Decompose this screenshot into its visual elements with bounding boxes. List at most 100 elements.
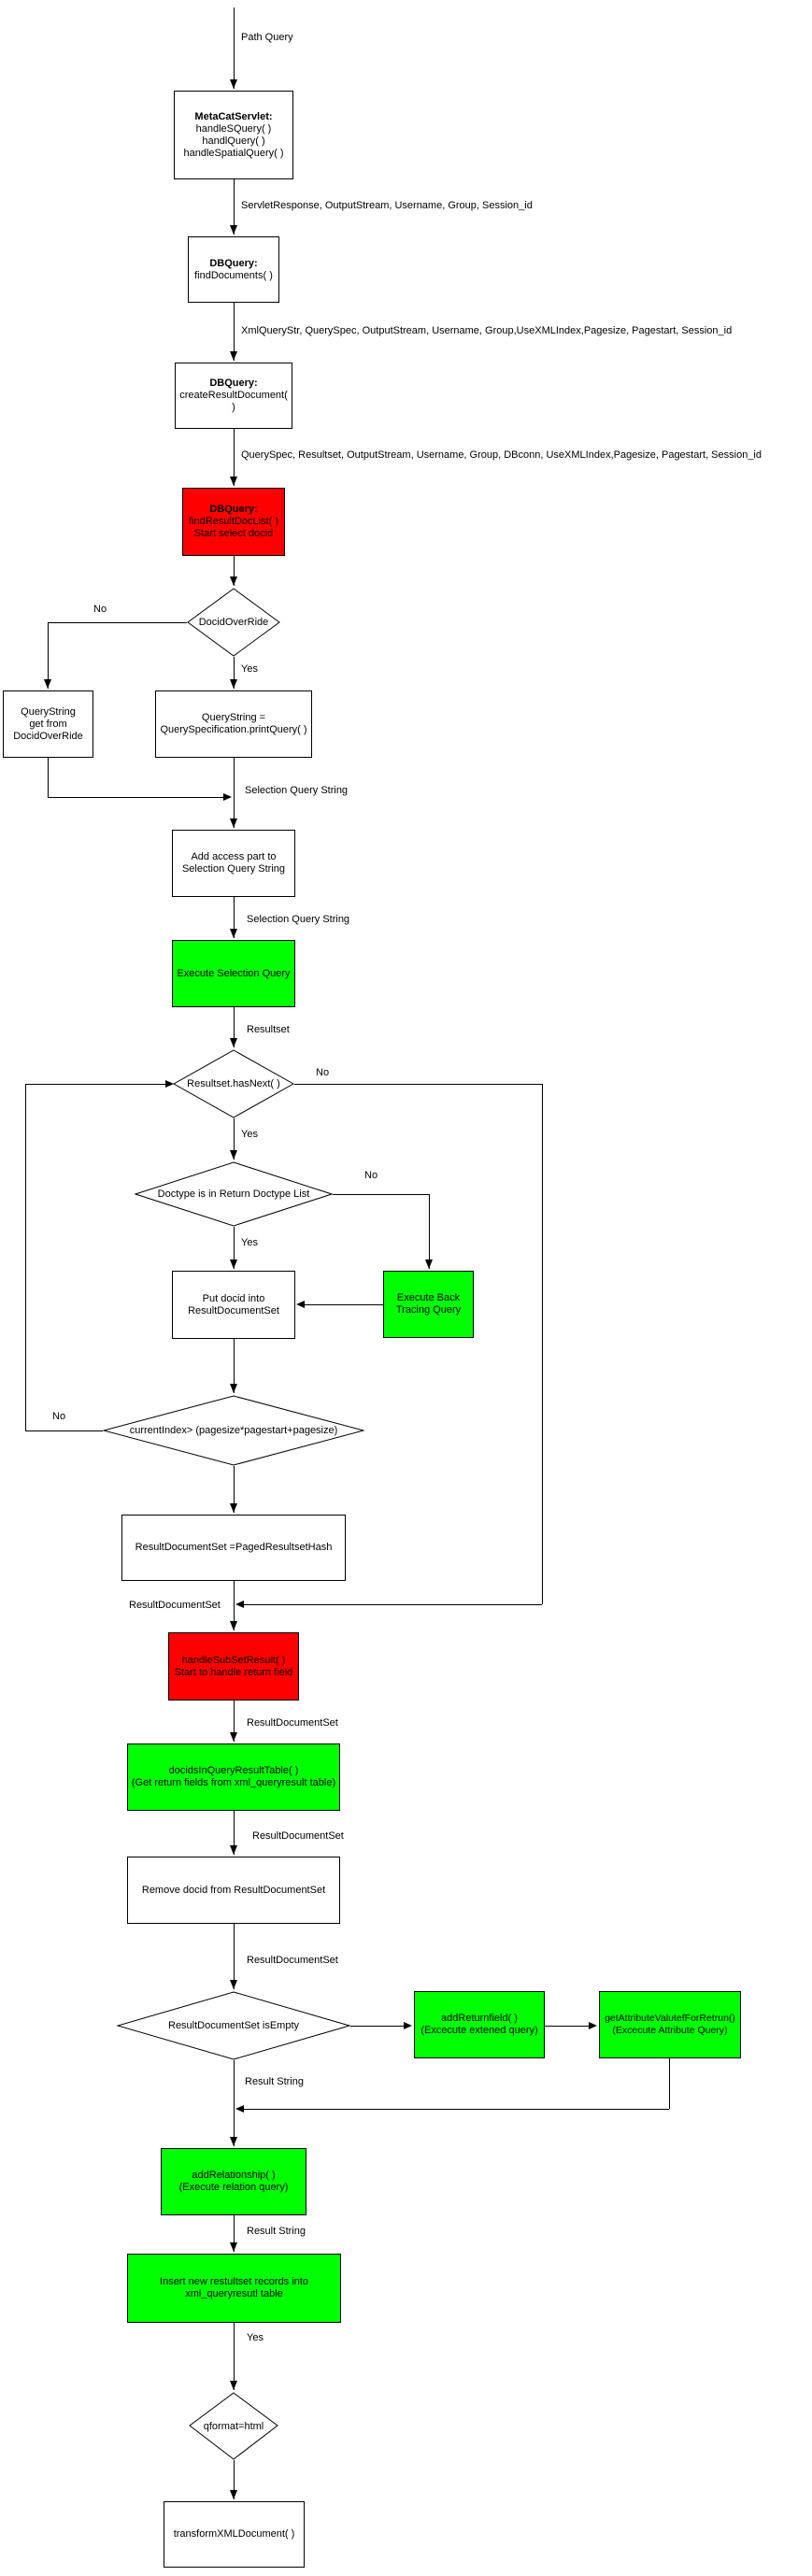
node-line: DocidOverRide: [13, 730, 83, 742]
arrowhead-right-icon: [404, 2022, 412, 2029]
node-title: DBQuery:: [209, 504, 258, 515]
node-line: Start select docid: [193, 528, 274, 539]
connector-line: [669, 2058, 670, 2109]
diamond-shape: [187, 588, 280, 657]
node-line: QuerySpecification.printQuery( ): [160, 724, 307, 735]
node-line: handlQuery( ): [202, 135, 265, 147]
node-line: (Get return fields from xml_queryresult …: [131, 1777, 336, 1788]
node-get-attribute-value: getAttributeValutefForRetrun() (Excecute…: [599, 1991, 741, 2058]
node-line: Put docid into: [202, 1292, 265, 1304]
connector-line: [234, 1118, 235, 1160]
node-add-access-part: Add access part to Selection Query Strin…: [172, 830, 295, 897]
node-create-result-document: DBQuery: createResultDocument( ): [175, 363, 292, 429]
node-line: handleSubSetResult( ): [181, 1654, 286, 1666]
node-line: Insert new restultset records into: [160, 2276, 308, 2287]
decision-doctype-in-return-list: Doctype is in Return Doctype List: [135, 1161, 333, 1227]
node-line: docidsInQueryResultTable( ): [168, 1765, 299, 1776]
decision-label: currentIndex> (pagesize*pagestart+pagesi…: [129, 1425, 338, 1436]
node-line: Execute Back: [396, 1292, 461, 1303]
node-line: (Execute relation query): [178, 2182, 289, 2193]
diamond-shape: [117, 1991, 350, 2060]
arrowhead-right-icon: [165, 1080, 174, 1088]
node-line: ResultDocumentSet: [188, 1304, 279, 1316]
connector-line: [25, 1084, 165, 1085]
arrowhead-down-icon: [425, 1260, 433, 1269]
arrowhead-down-icon: [230, 351, 237, 361]
arrowhead-down-icon: [230, 477, 237, 486]
diamond-shape: [173, 1049, 294, 1118]
edge-label-query-spec-params: QuerySpec, Resultset, OutputStream, User…: [241, 449, 762, 461]
connector-line: [234, 657, 235, 689]
arrowhead-down-icon: [230, 1621, 237, 1630]
node-metacat-servlet: MetaCatServlet: handleSQuery( ) handlQue…: [174, 91, 293, 179]
arrowhead-down-icon: [230, 2137, 237, 2146]
node-line: transformXMLDocument( ): [173, 2528, 295, 2540]
node-paged-resultset-hash: ResultDocumentSet =PagedResultsetHash: [121, 1515, 346, 1581]
connector-line: [48, 758, 49, 797]
arrowhead-down-icon: [230, 679, 237, 689]
decision-label: qformat=html: [203, 2420, 264, 2432]
node-line: (Excecute Attribute Query): [612, 2025, 728, 2036]
edge-label-xml-query-params: XmlQueryStr, QuerySpec, OutputStream, Us…: [241, 325, 733, 336]
connector-line: [234, 7, 235, 89]
connector-line: [244, 2109, 669, 2110]
edge-label-result-document-set: ResultDocumentSet: [247, 1717, 338, 1729]
decision-resultset-hasnext: Resultset.hasNext( ): [173, 1049, 294, 1118]
node-execute-selection-query: Execute Selection Query: [172, 940, 295, 1007]
decision-label: Doctype is in Return Doctype List: [157, 1188, 310, 1200]
connector-line: [350, 2026, 404, 2027]
node-line: findResultDocList( ): [189, 516, 278, 527]
diamond-shape: [189, 2392, 278, 2460]
arrowhead-down-icon: [230, 929, 237, 938]
node-execute-back-tracing: Execute Back Tracing Query: [383, 1271, 474, 1338]
edge-label-selection-query-string: Selection Query String: [247, 914, 350, 925]
node-line: handleSpatialQuery( ): [183, 147, 284, 159]
edge-label-result-document-set: ResultDocumentSet: [129, 1600, 221, 1611]
connector-line: [234, 2060, 235, 2146]
edge-label-result-string: Result String: [247, 2226, 306, 2237]
node-handle-subset-result: handleSubSetResult( ) Start to handle re…: [168, 1632, 299, 1701]
connector-line: [234, 2323, 235, 2390]
connector-line: [25, 1084, 26, 1430]
connector-line: [234, 1227, 235, 1269]
node-title: MetaCatServlet:: [194, 110, 273, 122]
connector-line: [234, 1581, 235, 1630]
connector-line: [294, 1084, 542, 1085]
arrowhead-down-icon: [230, 225, 237, 235]
connector-line: [234, 1466, 235, 1513]
node-line: QueryString =: [201, 712, 266, 723]
arrowhead-down-icon: [230, 2381, 237, 2390]
arrowhead-left-icon: [235, 2105, 244, 2113]
decision-qformat-html: qformat=html: [189, 2392, 278, 2460]
arrowhead-down-icon: [230, 1038, 237, 1047]
connector-line: [25, 1430, 103, 1431]
decision-label: ResultDocumentSet isEmpty: [168, 2020, 299, 2031]
node-line: ResultDocumentSet =PagedResultsetHash: [135, 1542, 333, 1553]
arrowhead-down-icon: [44, 679, 51, 689]
connector-line: [244, 1604, 542, 1605]
node-find-documents: DBQuery: findDocuments( ): [188, 236, 279, 303]
node-put-docid: Put docid into ResultDocumentSet: [172, 1271, 295, 1339]
node-transform-xml-document: transformXMLDocument( ): [164, 2501, 305, 2568]
arrowhead-down-icon: [230, 1732, 237, 1742]
node-line: createResultDocument( ): [179, 390, 288, 413]
connector-line: [234, 1811, 235, 1855]
diamond-shape: [103, 1395, 364, 1466]
arrowhead-down-icon: [230, 1150, 237, 1160]
connector-line: [333, 1194, 429, 1195]
connector-line: [234, 758, 235, 828]
arrowhead-down-icon: [230, 2490, 237, 2499]
node-line: getAttributeValutefForRetrun(): [605, 2013, 735, 2024]
connector-line: [48, 797, 223, 798]
connector-line: [48, 622, 187, 623]
node-title: DBQuery:: [209, 257, 258, 269]
edge-label-no: No: [52, 1411, 66, 1422]
node-line: Add access part to: [191, 851, 277, 862]
edge-label-servlet-params: ServletResponse, OutputStream, Username,…: [241, 200, 533, 211]
node-title: DBQuery:: [209, 377, 258, 389]
node-add-relationship: addRelationship( ) (Execute relation que…: [161, 2148, 306, 2215]
arrowhead-down-icon: [230, 818, 237, 828]
connector-line: [545, 2026, 589, 2027]
node-line: get from: [29, 718, 67, 730]
edge-label-yes: Yes: [247, 2332, 264, 2343]
